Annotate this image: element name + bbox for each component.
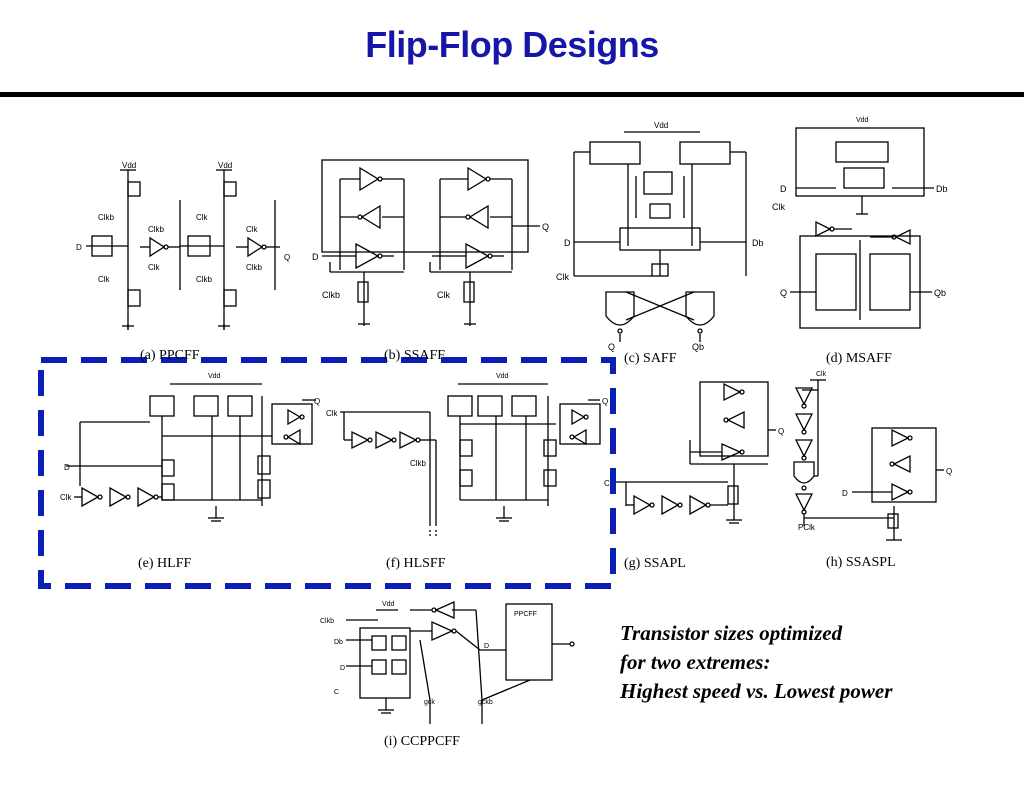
d-label: D (842, 489, 848, 498)
circuit-hlff: Vdd D Clk Q (60, 373, 320, 522)
transistor-sizing-note: Transistor sizes optimized for two extre… (620, 619, 892, 706)
q-label: Q (778, 427, 784, 436)
clkb-label: Clkb (410, 459, 427, 468)
d-label: D (64, 463, 70, 472)
q-label: Q (314, 397, 320, 406)
db-label: Db (334, 639, 343, 646)
highlight-dashed-box (38, 357, 616, 589)
clk-label: Clk (196, 213, 209, 222)
q-label: Q (284, 253, 290, 262)
clk-label: Clk (437, 290, 450, 300)
q-label: Q (780, 288, 787, 298)
circuit-ppcff: Vdd Vdd Clkb Clk Clkb Clk Clk Clkb Clk C… (76, 161, 290, 330)
d-label: D (340, 665, 345, 672)
clk-label: Clk (326, 409, 339, 418)
title-divider (0, 92, 1024, 97)
caption-ssaff: (b) SSAFF (384, 348, 445, 363)
clkb-label: Clkb (148, 225, 165, 234)
clk-label: Clk (98, 275, 111, 284)
clkb-label: Clkb (322, 290, 340, 300)
clkb-label: Clkb (196, 275, 213, 284)
caption-ssaspl: (h) SSASPL (826, 555, 896, 570)
vdd-label: Vdd (382, 601, 395, 608)
c-tick-label: C (604, 479, 610, 488)
slide-title: Flip-Flop Designs (365, 24, 659, 65)
clkb-label: Clkb (246, 263, 263, 272)
qb-label: Qb (692, 342, 704, 352)
q-label: Q (946, 467, 952, 476)
q-label: Q (608, 342, 615, 352)
vdd-label: Vdd (856, 117, 869, 124)
caption-hlsff: (f) HLSFF (386, 556, 446, 571)
d-label: D (564, 238, 571, 248)
vdd-label: Vdd (496, 373, 509, 380)
caption-ppcff: (a) PPCFF (140, 348, 200, 363)
gckb-label: gckb (478, 699, 493, 706)
clkb-label: Clkb (320, 618, 334, 625)
clkb-label: Clkb (98, 213, 115, 222)
d-label: D (76, 243, 82, 252)
caption-hlff: (e) HLFF (138, 556, 191, 571)
vdd-label: Vdd (122, 161, 136, 170)
note-line: for two extremes: (620, 650, 771, 674)
clk-label: Clk (772, 202, 785, 212)
clk-label: Clk (246, 225, 259, 234)
pclk-label: PClk (798, 523, 816, 532)
caption-ccppcff: (i) CCPPCFF (384, 734, 460, 749)
vdd-label: Vdd (218, 161, 232, 170)
circuit-msaff: Vdd D Clk Db Q Qb (772, 117, 948, 329)
qb-label: Qb (934, 288, 946, 298)
note-line: Transistor sizes optimized (620, 621, 843, 645)
db-label: Db (936, 184, 948, 194)
d-label: D (312, 252, 319, 262)
gck-label: gck (424, 699, 435, 706)
ppcff-block-label: PPCFF (514, 611, 537, 618)
d-label: D (780, 184, 787, 194)
circuit-saff: Vdd D Db Clk Q Qb (556, 121, 764, 352)
circuit-ssapl: Q (612, 381, 784, 524)
clk-label: Clk (60, 493, 73, 502)
d-label: D (484, 643, 489, 650)
c-label: C (334, 689, 339, 696)
q-label: Q (602, 397, 608, 406)
q-label: Q (542, 222, 549, 232)
circuit-ssaspl: Clk D Q PClk (793, 371, 952, 541)
db-label: Db (752, 238, 764, 248)
vdd-label: Vdd (208, 373, 221, 380)
clk-label: Clk (148, 263, 161, 272)
caption-ssapl: (g) SSAPL (624, 556, 686, 571)
clk-label: Clk (556, 272, 569, 282)
circuit-hlsff: Vdd Clk Clkb Q (326, 373, 608, 538)
circuit-ccppcff: Vdd Clkb Db D C D PPCFF gck gckb (320, 600, 575, 724)
caption-msaff: (d) MSAFF (826, 351, 892, 366)
clk-label: Clk (816, 371, 827, 378)
circuit-ssaff: D Q Clkb Clk (312, 159, 549, 326)
vdd-label: Vdd (654, 121, 668, 130)
note-line: Highest speed vs. Lowest power (620, 679, 893, 703)
caption-saff: (c) SAFF (624, 351, 677, 366)
